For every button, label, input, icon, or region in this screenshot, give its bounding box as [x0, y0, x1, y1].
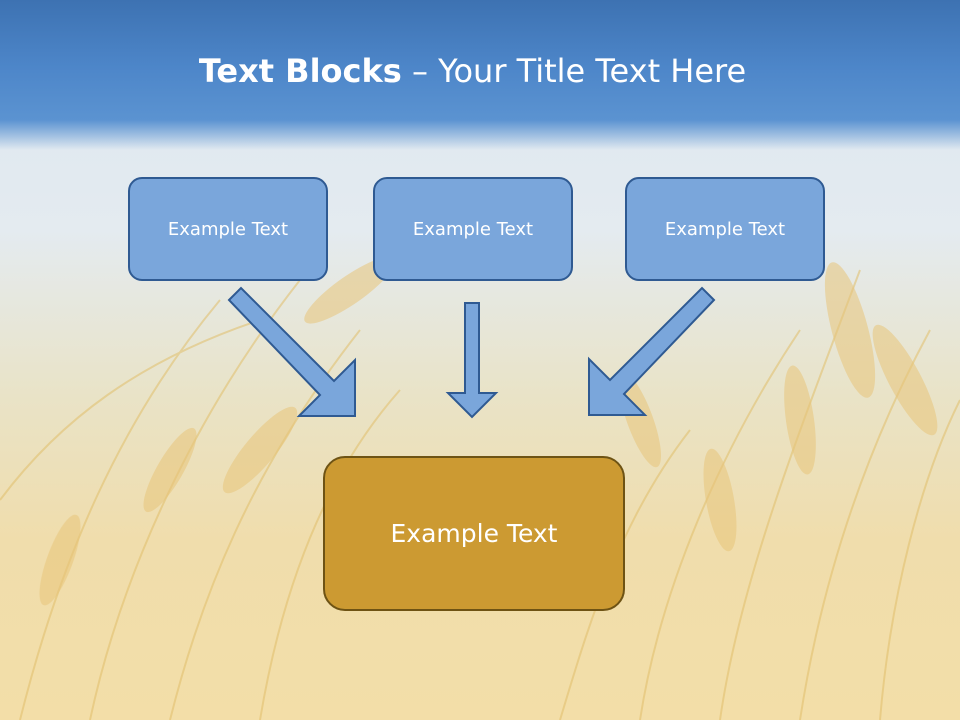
text-block-1-label: Example Text	[167, 218, 289, 240]
arrow-left-down-right	[227, 286, 356, 417]
title-bold-part: Text Blocks	[198, 52, 402, 90]
text-block-3[interactable]: Example Text	[625, 177, 825, 281]
text-block-2-label: Example Text	[412, 218, 534, 240]
text-block-2[interactable]: Example Text	[373, 177, 573, 281]
title-rest-part: – Your Title Text Here	[401, 52, 747, 90]
text-block-3-label: Example Text	[664, 218, 786, 240]
target-text-block[interactable]: Example Text	[323, 456, 625, 611]
slide-title: Text Blocks – Your Title Text Here	[0, 52, 945, 90]
arrow-center-down	[445, 302, 499, 419]
title-band	[0, 0, 960, 150]
target-text-block-label: Example Text	[390, 519, 558, 548]
text-block-1[interactable]: Example Text	[128, 177, 328, 281]
arrow-right-down-left	[588, 286, 716, 416]
